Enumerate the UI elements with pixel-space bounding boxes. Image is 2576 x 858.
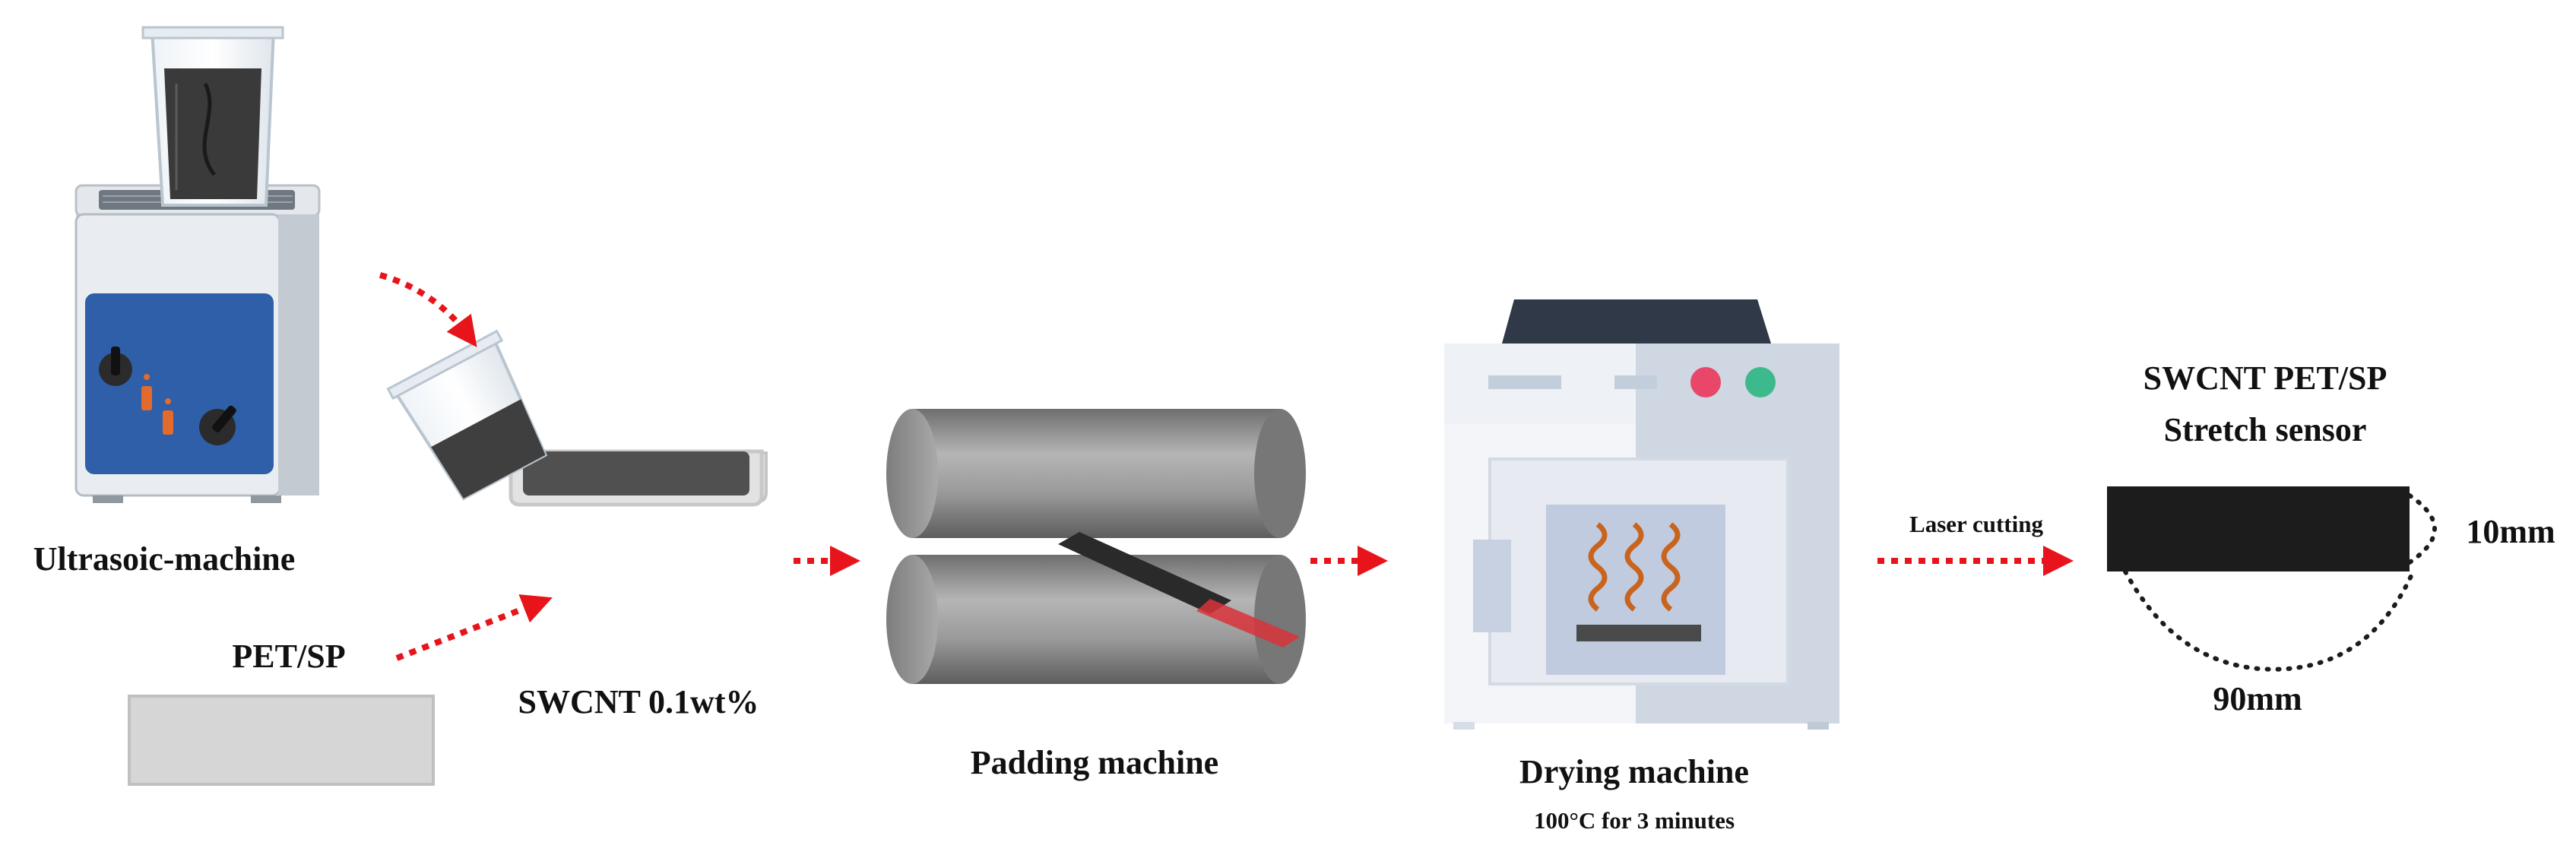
length-dimension-label: 90mm <box>2213 680 2302 717</box>
fabric-sample-icon <box>128 695 435 786</box>
laser-cutting-label: Laser cutting <box>1909 511 2043 537</box>
padding-rollers-icon <box>886 409 1306 684</box>
ultrasonic-machine-label: Ultrasoic-machine <box>33 540 296 578</box>
drying-machine-label: Drying machine <box>1519 753 1749 790</box>
swcnt-solution-label: SWCNT 0.1wt% <box>518 683 759 720</box>
width-dimension-label: 10mm <box>2466 513 2555 550</box>
sensor-title-line2: Stretch sensor <box>2163 411 2367 448</box>
pet-sp-label: PET/SP <box>232 638 346 675</box>
solution-tray-icon <box>509 449 764 507</box>
padding-machine-label: Padding machine <box>970 744 1219 781</box>
arrow-bath-to-cup <box>379 272 477 347</box>
sensor-title-line1: SWCNT PET/SP <box>2143 359 2387 397</box>
drying-condition-label: 100°C for 3 minutes <box>1533 807 1735 834</box>
ultrasonic-bath-icon <box>74 184 321 503</box>
sensor-strip-icon <box>2107 486 2437 672</box>
beaker-icon <box>141 26 284 207</box>
drying-oven-icon <box>1444 299 1839 730</box>
arrow-fabric-to-tray <box>395 594 553 661</box>
pouring-cup-icon <box>386 329 548 501</box>
process-arrows <box>379 272 2074 661</box>
